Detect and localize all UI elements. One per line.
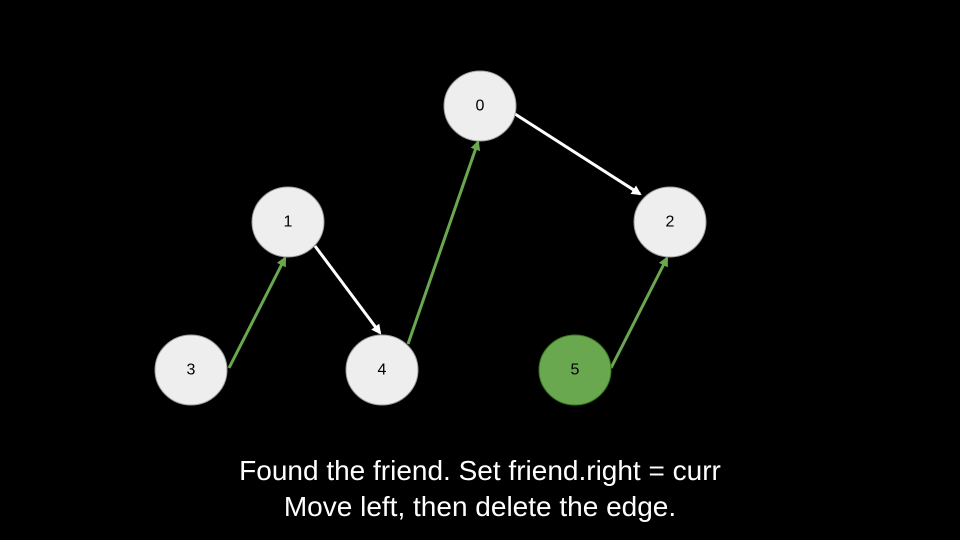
node-0-circle <box>443 70 517 142</box>
node-4-label: 4 <box>378 362 387 379</box>
node-2-circle <box>633 186 707 258</box>
node-1-circle <box>251 186 325 258</box>
edge-4-to-0 <box>406 140 481 345</box>
node-2-label: 2 <box>666 214 675 231</box>
node-3-circle <box>154 334 228 406</box>
caption-line-2: Move left, then delete the edge. <box>283 491 677 522</box>
node-4-circle <box>345 334 419 406</box>
edge-5-to-2 <box>609 256 669 369</box>
node-1-label: 1 <box>284 214 293 231</box>
edge-0-to-2 <box>514 112 642 196</box>
node-5: 5 <box>538 334 612 406</box>
edge-1-to-4 <box>313 245 382 335</box>
node-5-circle <box>538 334 612 406</box>
node-3: 3 <box>154 334 228 406</box>
node-1: 1 <box>251 186 325 258</box>
edge-3-to-1 <box>227 256 287 369</box>
caption-line-1: Found the friend. Set friend.right = cur… <box>239 455 721 486</box>
node-0: 0 <box>443 70 517 142</box>
node-2: 2 <box>633 186 707 258</box>
node-5-label: 5 <box>571 362 580 379</box>
node-3-label: 3 <box>187 362 196 379</box>
node-4: 4 <box>345 334 419 406</box>
node-0-label: 0 <box>476 98 485 115</box>
